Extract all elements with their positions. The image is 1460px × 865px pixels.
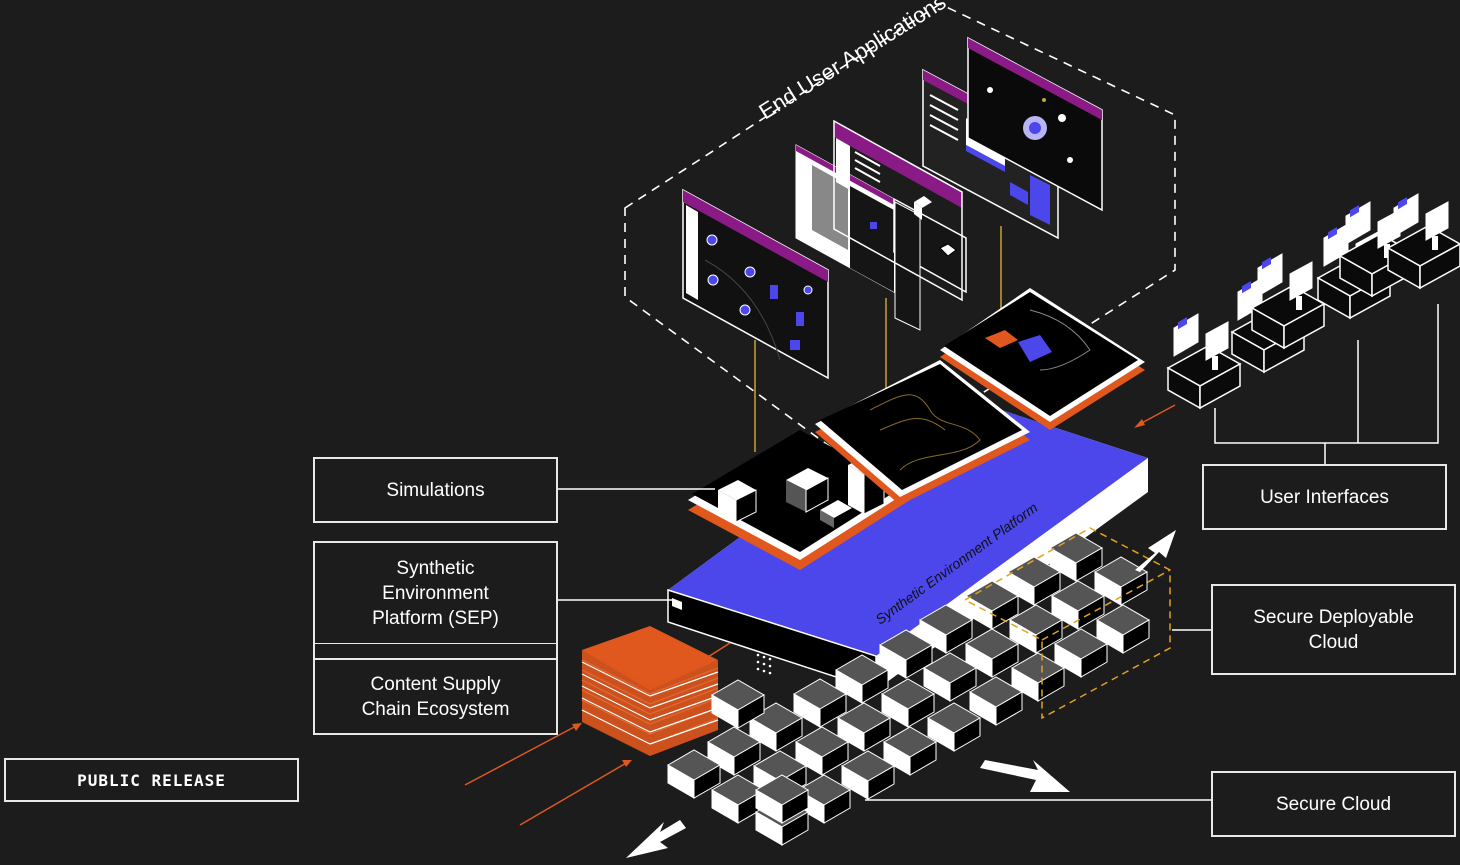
secure-cloud-label: Secure Cloud <box>1275 793 1392 815</box>
sep-label: Synthetic Environment Platform (SEP) <box>372 557 499 629</box>
apps-label: End User Applications <box>754 0 950 124</box>
app-screen-map-3 <box>922 36 1103 240</box>
sep-box-divider <box>313 644 558 660</box>
user-interface-workstations <box>1167 193 1460 465</box>
content-supply-label: Content Supply Chain Ecosystem <box>361 673 510 720</box>
simulations-label-box: Simulations <box>313 457 558 523</box>
public-release-badge: PUBLIC RELEASE <box>4 758 299 802</box>
end-user-applications-group: End User Applications <box>624 0 1176 471</box>
user-interfaces-label-box: User Interfaces <box>1202 464 1447 530</box>
arrow-icon <box>626 530 1176 858</box>
app-screen-map-1 <box>682 188 829 380</box>
public-release-text: PUBLIC RELEASE <box>77 770 226 790</box>
server-cube-grid <box>667 527 1171 846</box>
simulations-label: Simulations <box>386 479 485 501</box>
sep-label-box: Synthetic Environment Platform (SEP) <box>313 541 558 645</box>
content-supply-label-box: Content Supply Chain Ecosystem <box>313 658 558 735</box>
app-screen-map-2 <box>795 119 967 331</box>
secure-cloud-label-box: Secure Cloud <box>1211 771 1456 837</box>
user-interfaces-label: User Interfaces <box>1260 486 1389 508</box>
secure-deployable-cloud-label: Secure Deployable Cloud <box>1253 606 1414 653</box>
secure-deployable-cloud-label-box: Secure Deployable Cloud <box>1211 584 1456 675</box>
simulation-tiles <box>688 288 1145 570</box>
content-supply-stack <box>464 626 731 826</box>
label-connectors <box>557 488 1212 801</box>
